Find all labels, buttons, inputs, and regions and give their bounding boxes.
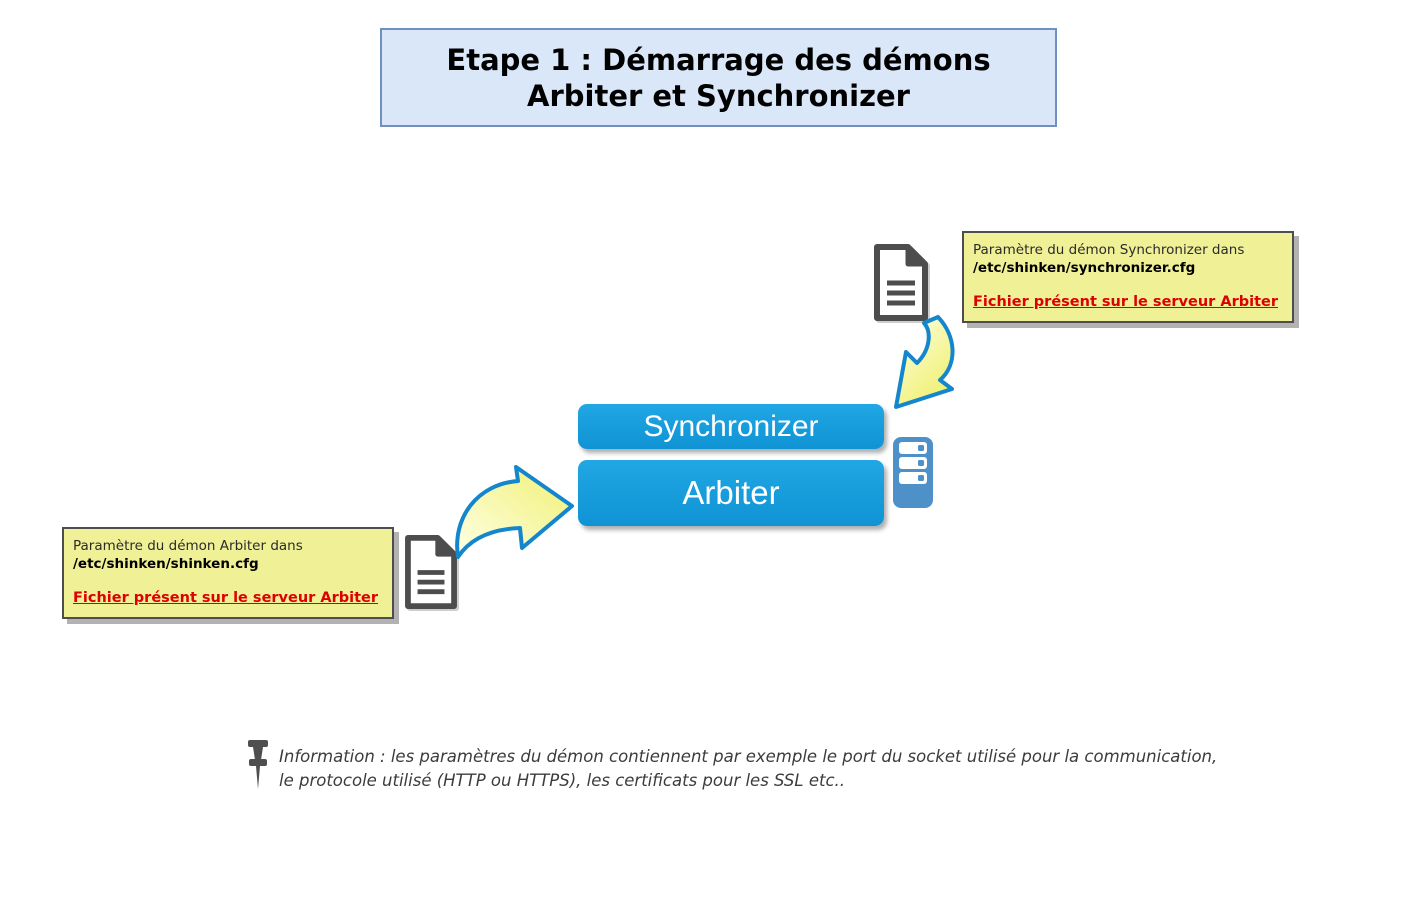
synchronizer-daemon-box[interactable]: Synchronizer (578, 404, 884, 449)
note-intro: Paramètre du démon Arbiter dans (73, 538, 303, 554)
curved-arrow-arbiter-icon (455, 465, 574, 559)
info-line-2: le protocole utilisé (HTTP ou HTTPS), le… (279, 771, 846, 790)
config-file-path: /etc/shinken/synchronizer.cfg (973, 260, 1196, 276)
note-intro: Paramètre du démon Synchronizer dans (973, 242, 1245, 258)
synchronizer-label: Synchronizer (643, 409, 819, 443)
config-file-path: /etc/shinken/shinken.cfg (73, 556, 259, 572)
note-arbiter-config: Paramètre du démon Arbiter dans /etc/shi… (62, 527, 394, 619)
title-box: Etape 1 : Démarrage des démons Arbiter e… (380, 28, 1057, 127)
curved-arrow-sync-icon (894, 315, 955, 409)
pushpin-icon (248, 740, 268, 789)
document-icon (874, 244, 928, 321)
server-icon (893, 437, 933, 508)
arbiter-label: Arbiter (682, 474, 780, 511)
note-synchronizer-config: Paramètre du démon Synchronizer dans /et… (962, 231, 1294, 323)
document-icon (405, 535, 457, 609)
file-location-link[interactable]: Fichier présent sur le serveur Arbiter (973, 294, 1278, 310)
arbiter-daemon-box[interactable]: Arbiter (578, 460, 884, 526)
title-line-1: Etape 1 : Démarrage des démons (446, 42, 991, 77)
file-location-link[interactable]: Fichier présent sur le serveur Arbiter (73, 590, 378, 606)
info-line-1: Information : les paramètres du démon co… (279, 747, 1218, 766)
info-note: Information : les paramètres du démon co… (279, 745, 1217, 793)
title-line-2: Arbiter et Synchronizer (527, 78, 910, 113)
